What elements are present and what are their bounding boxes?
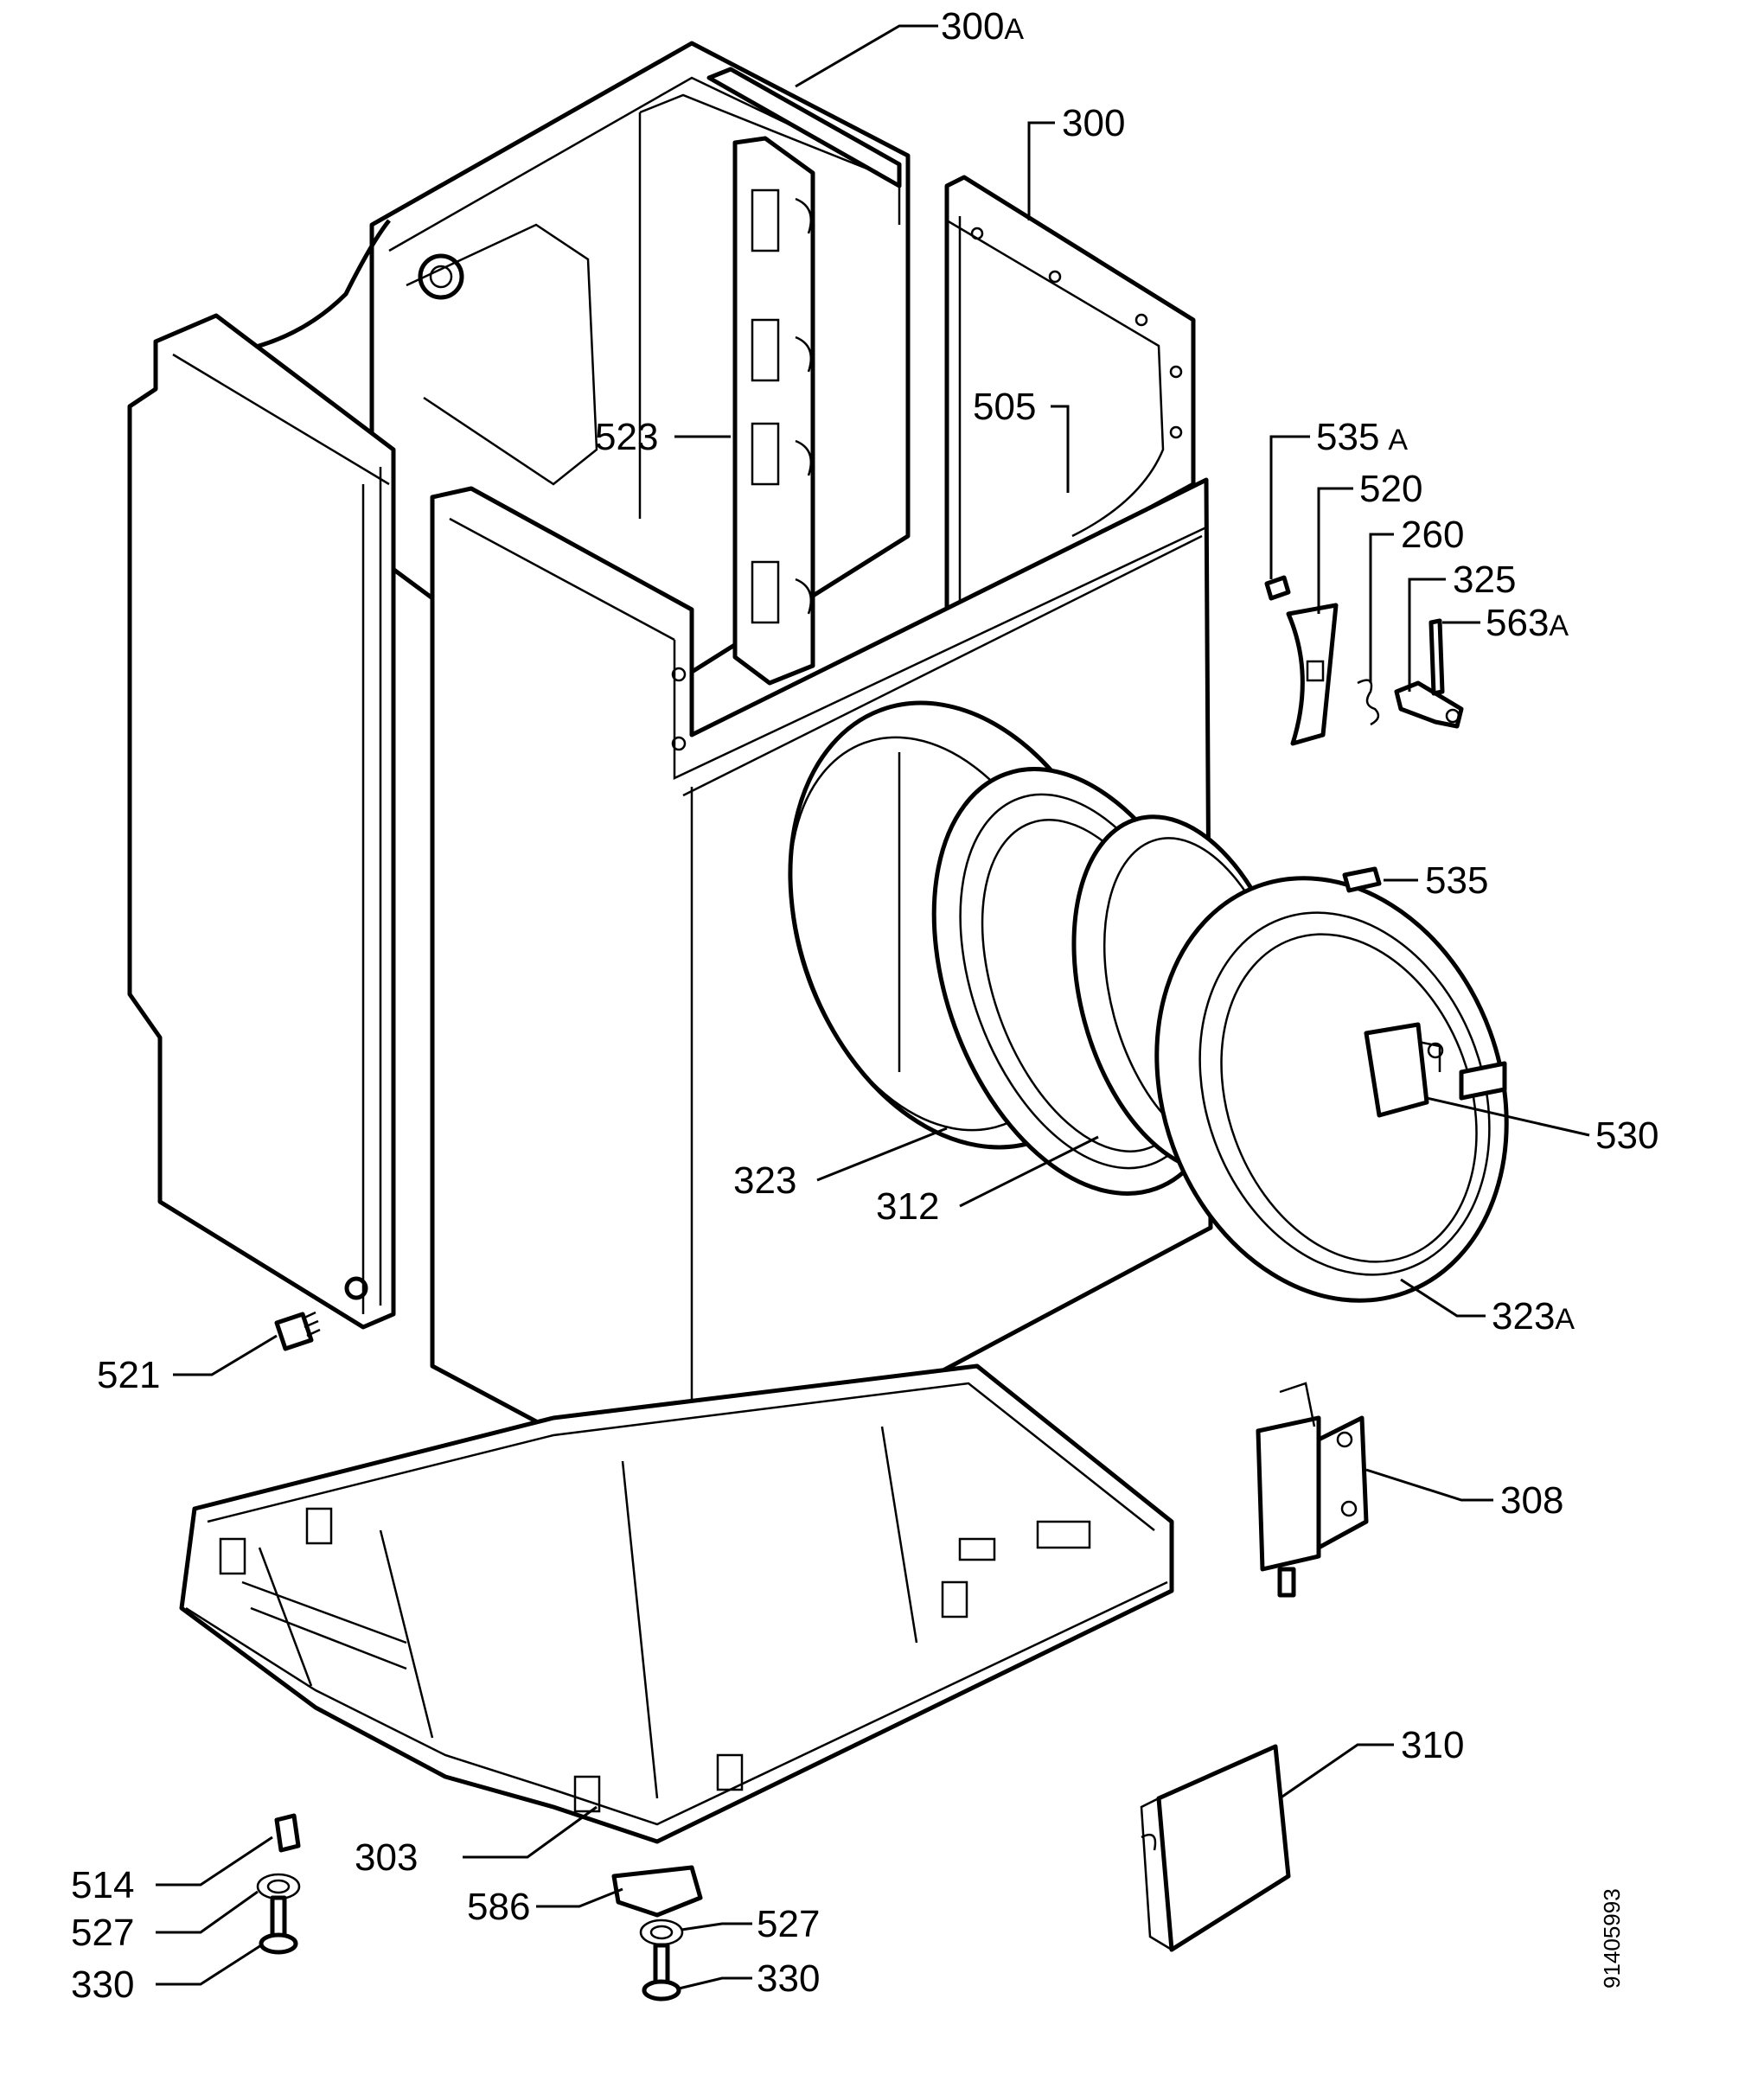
base-drawing	[179, 1363, 1174, 2002]
label-308: 308	[1500, 1479, 1563, 1522]
leader-330L	[156, 1944, 262, 1986]
leader-310	[1279, 1743, 1394, 1800]
label-514: 514	[71, 1864, 134, 1906]
leader-323	[816, 1127, 948, 1182]
leader-514	[156, 1836, 273, 1887]
label-563A: 563A	[1486, 602, 1569, 644]
leader-530	[1426, 1096, 1590, 1137]
leader-535A	[1269, 435, 1310, 579]
leader-300	[1027, 121, 1055, 220]
drawing-code: 91405993	[1599, 1888, 1625, 1989]
label-303: 303	[355, 1836, 418, 1879]
screw-521-drawing	[274, 1311, 321, 1351]
leader-312	[959, 1135, 1099, 1208]
label-325: 325	[1453, 559, 1516, 601]
leader-325	[1408, 578, 1446, 692]
leader-308	[1365, 1468, 1493, 1502]
leader-505	[1051, 405, 1070, 493]
label-330-right: 330	[757, 1957, 820, 2000]
leader-303	[463, 1805, 598, 1859]
leader-lines	[156, 24, 1590, 1990]
label-527-left: 527	[71, 1912, 134, 1954]
door-assembly-drawing	[931, 767, 1509, 1303]
label-323A: 323A	[1492, 1295, 1575, 1338]
cabinet-drawing	[127, 41, 1213, 1507]
leader-527L	[156, 1890, 259, 1934]
leader-260	[1369, 533, 1394, 683]
leader-521	[173, 1334, 278, 1376]
label-530: 530	[1595, 1114, 1659, 1157]
leader-586	[536, 1887, 623, 1908]
label-586: 586	[467, 1886, 530, 1928]
leader-520	[1317, 487, 1353, 614]
label-260: 260	[1401, 514, 1464, 556]
label-300: 300	[1062, 102, 1125, 144]
label-330-left: 330	[71, 1963, 134, 2006]
door-lock-308-drawing	[1256, 1382, 1369, 1598]
leader-300A	[795, 24, 938, 88]
filter-cover-310-drawing	[1140, 1744, 1291, 1952]
label-523: 523	[595, 416, 658, 458]
leader-330R	[678, 1976, 752, 1990]
label-300A: 300A	[941, 5, 1024, 48]
label-527-right: 527	[757, 1903, 820, 1945]
label-505: 505	[973, 386, 1036, 428]
label-323: 323	[733, 1159, 796, 1202]
leader-323A	[1400, 1278, 1486, 1318]
leader-527R	[681, 1922, 752, 1931]
label-520: 520	[1359, 468, 1422, 510]
label-312: 312	[876, 1185, 939, 1228]
label-310: 310	[1401, 1724, 1464, 1766]
label-521: 521	[97, 1354, 160, 1396]
label-535: 535	[1425, 859, 1488, 902]
hinge-parts-drawing	[1264, 575, 1464, 893]
